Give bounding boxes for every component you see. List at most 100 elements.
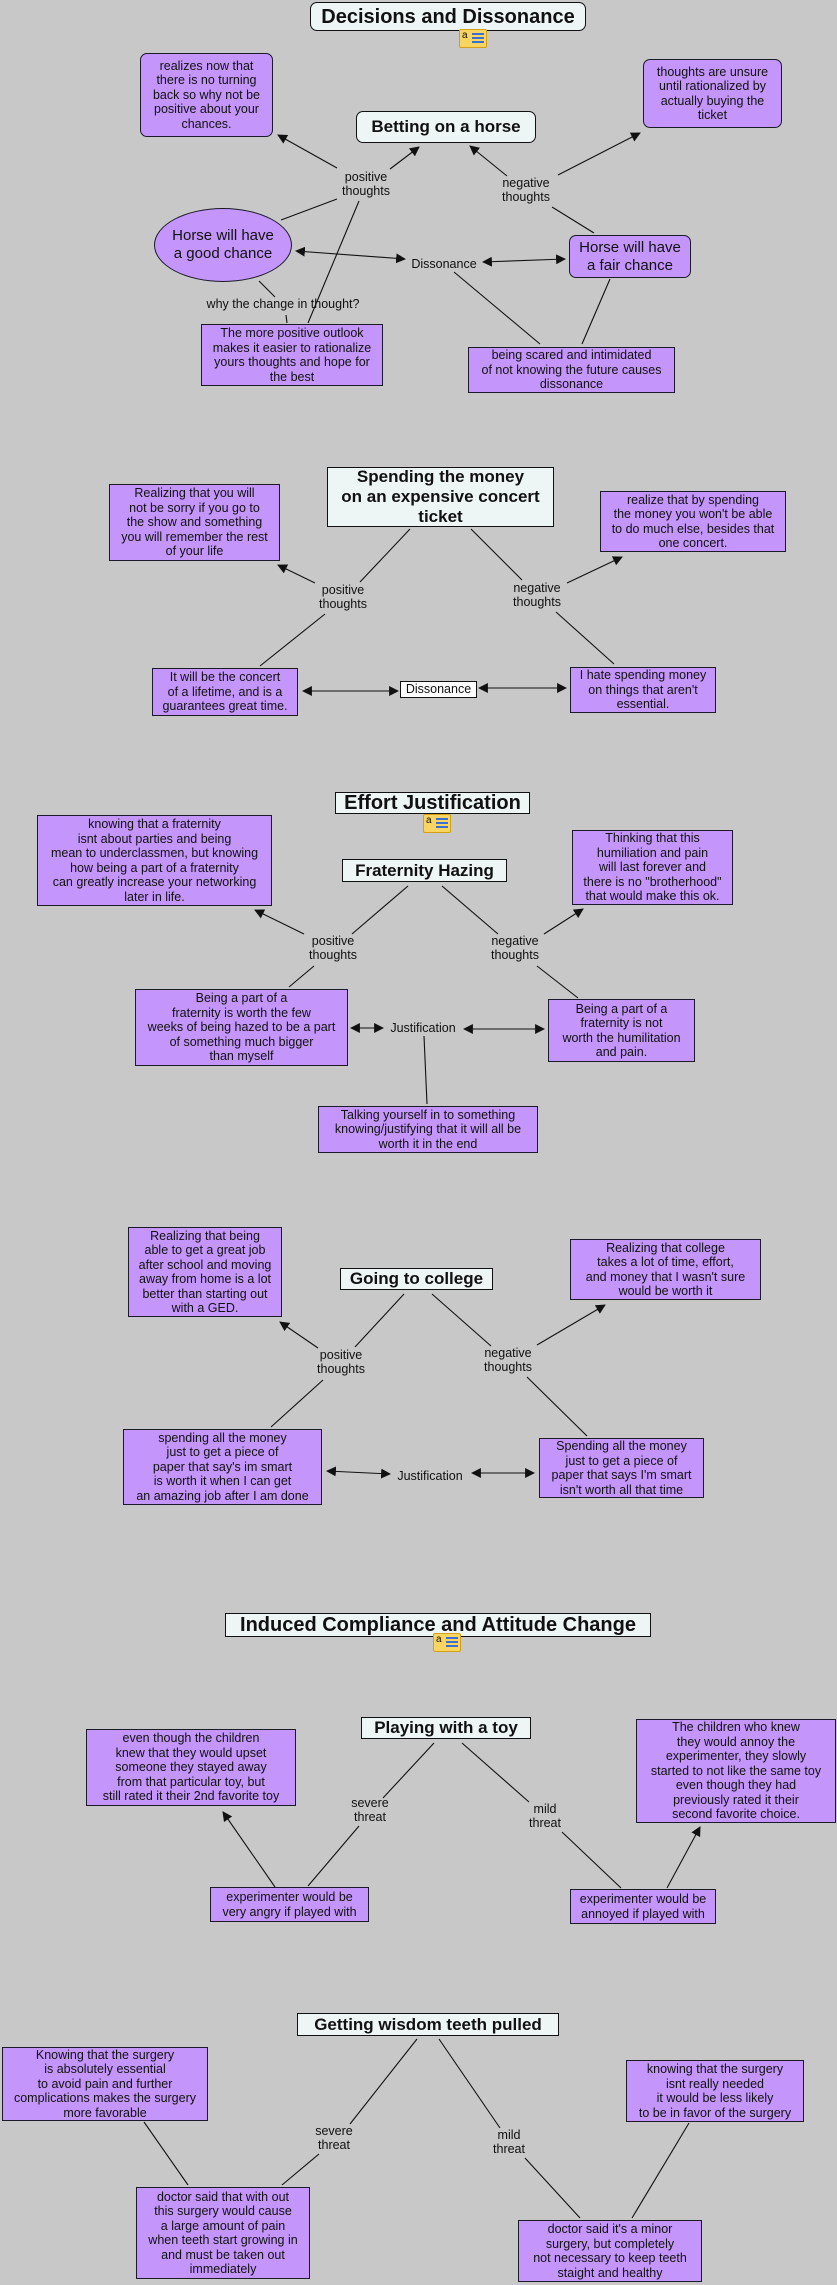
connector-line: [470, 528, 523, 581]
label-severe-threat: severe threat: [351, 1795, 389, 1825]
concept-betting-on-horse[interactable]: Betting on a horse: [356, 111, 536, 143]
label-negative-thoughts: negative thoughts: [502, 175, 550, 205]
connector-line: [254, 909, 305, 935]
concept-playing-with-toy[interactable]: Playing with a toy: [361, 1717, 531, 1739]
note-icon-glyph: a: [436, 1634, 442, 1645]
label-negative-thoughts: negative thoughts: [513, 580, 561, 610]
connector-line: [666, 1826, 701, 1889]
link-dissonance-fair: [482, 254, 566, 267]
link-why-outlook: [285, 314, 288, 324]
label-justification: Justification: [390, 1020, 456, 1035]
node-good-chance[interactable]: Horse will have a good chance: [154, 208, 292, 282]
link-positive-to-outcome: [277, 134, 338, 169]
main-title-decisions[interactable]: Decisions and Dissonance: [310, 2, 586, 31]
connector-line: [438, 2038, 501, 2129]
label-justification: Justification: [397, 1468, 463, 1483]
connector-line: [631, 2122, 690, 2219]
connector-line: [431, 1293, 492, 1347]
connector-line: [326, 1466, 391, 1479]
node-hazing-conclusion[interactable]: Talking yourself in to something knowing…: [318, 1106, 538, 1153]
concept-wisdom-teeth[interactable]: Getting wisdom teeth pulled: [297, 2013, 559, 2036]
node-positive-outlook[interactable]: The more positive outlook makes it easie…: [201, 324, 383, 386]
node-concert-negative-outcome[interactable]: realize that by spending the money you w…: [600, 491, 786, 552]
link-positive-to-betting: [389, 146, 420, 170]
link-fair-to-negative: [551, 206, 595, 234]
node-positive-outcome[interactable]: realizes now that there is no turning ba…: [140, 53, 273, 137]
note-icon[interactable]: a: [433, 1633, 461, 1652]
label-negative-thoughts: negative thoughts: [484, 1345, 532, 1375]
node-college-positive-view[interactable]: spending all the money just to get a pie…: [123, 1429, 322, 1505]
label-positive-thoughts: positive thoughts: [317, 1347, 365, 1377]
connector-line: [566, 556, 623, 584]
connector-line: [461, 1742, 530, 1803]
node-college-negative-outcome[interactable]: Realizing that college takes a lot of ti…: [570, 1239, 761, 1300]
label-negative-thoughts: negative thoughts: [491, 933, 539, 963]
connector-line: [536, 1304, 606, 1346]
node-scared[interactable]: being scared and intimidated of not know…: [468, 347, 675, 393]
label-severe-threat: severe threat: [315, 2123, 353, 2153]
node-fair-chance[interactable]: Horse will have a fair chance: [569, 235, 691, 278]
connector-line: [143, 2121, 189, 2186]
label-mild-threat: mild threat: [529, 1801, 561, 1831]
connector-line: [351, 885, 409, 935]
label-positive-thoughts: positive thoughts: [309, 933, 357, 963]
link-good-to-positive: [280, 198, 338, 221]
node-toy-mild-case[interactable]: experimenter would be annoyed if played …: [570, 1889, 716, 1924]
label-mild-threat: mild threat: [493, 2127, 525, 2157]
link-good-dissonance: [295, 246, 406, 264]
link-good-why: [258, 280, 276, 298]
node-teeth-mild-outcome[interactable]: knowing that the surgery isnt really nee…: [626, 2060, 804, 2122]
concept-going-to-college[interactable]: Going to college: [340, 1268, 493, 1290]
link-negative-to-betting: [469, 145, 508, 177]
connector-line: [382, 1742, 435, 1799]
node-negative-outcome[interactable]: thoughts are unsure until rationalized b…: [643, 59, 782, 128]
connector-line: [359, 528, 411, 583]
label-dissonance: Dissonance: [411, 256, 477, 271]
main-title-effort-justification[interactable]: Effort Justification: [335, 792, 530, 814]
connector-line: [288, 965, 315, 988]
node-teeth-mild-case[interactable]: doctor said it's a minor surgery, but co…: [518, 2220, 702, 2282]
connector-line: [526, 1376, 588, 1437]
label-positive-thoughts: positive thoughts: [342, 169, 390, 199]
label-why-change: why the change in thought?: [206, 296, 360, 311]
connector-line: [349, 2038, 418, 2125]
concept-concert-ticket[interactable]: Spending the money on an expensive conce…: [327, 467, 554, 527]
connector-line: [259, 613, 326, 667]
node-teeth-severe-outcome[interactable]: Knowing that the surgery is absolutely e…: [2, 2047, 208, 2121]
connector-line: [543, 908, 584, 935]
connector-line: [307, 1825, 360, 1887]
node-hazing-positive-view[interactable]: Being a part of a fraternity is worth th…: [135, 989, 348, 1066]
note-icon-glyph: a: [426, 815, 432, 826]
node-hazing-negative-view[interactable]: Being a part of a fraternity is not wort…: [548, 999, 695, 1062]
connector-line: [354, 1293, 405, 1348]
node-teeth-severe-case[interactable]: doctor said that with out this surgery w…: [136, 2187, 310, 2279]
link-negative-to-outcome: [557, 132, 641, 176]
connector-line: [281, 2153, 320, 2186]
node-concert-dissonance[interactable]: Dissonance: [400, 681, 477, 698]
connector-line: [279, 1321, 319, 1349]
connector-line: [536, 965, 579, 999]
node-concert-positive-outcome[interactable]: Realizing that you will not be sorry if …: [109, 484, 280, 561]
connector-line: [555, 611, 615, 665]
connector-line: [222, 1811, 276, 1888]
node-toy-mild-outcome[interactable]: The children who knew they would annoy t…: [636, 1719, 836, 1823]
link-fair-scared: [581, 278, 611, 345]
node-college-positive-outcome[interactable]: Realizing that being able to get a great…: [128, 1227, 282, 1317]
node-toy-severe-outcome[interactable]: even though the children knew that they …: [86, 1729, 296, 1806]
node-concert-negative-view[interactable]: I hate spending money on things that are…: [570, 667, 716, 713]
connector-line: [270, 1379, 324, 1428]
connector-line: [524, 2157, 581, 2219]
node-college-negative-view[interactable]: Spending all the money just to get a pie…: [539, 1438, 704, 1498]
node-hazing-negative-outcome[interactable]: Thinking that this humiliation and pain …: [572, 830, 733, 905]
connector-line: [423, 1035, 428, 1105]
note-icon-glyph: a: [462, 30, 468, 41]
link-dissonance-scared: [453, 271, 541, 345]
node-toy-severe-case[interactable]: experimenter would be very angry if play…: [210, 1887, 369, 1922]
node-concert-positive-view[interactable]: It will be the concert of a lifetime, an…: [152, 668, 298, 716]
node-hazing-positive-outcome[interactable]: knowing that a fraternity isnt about par…: [37, 815, 272, 906]
label-positive-thoughts: positive thoughts: [319, 582, 367, 612]
concept-fraternity-hazing[interactable]: Fraternity Hazing: [342, 859, 507, 882]
note-icon[interactable]: a: [423, 814, 451, 833]
note-icon[interactable]: a: [459, 29, 487, 48]
